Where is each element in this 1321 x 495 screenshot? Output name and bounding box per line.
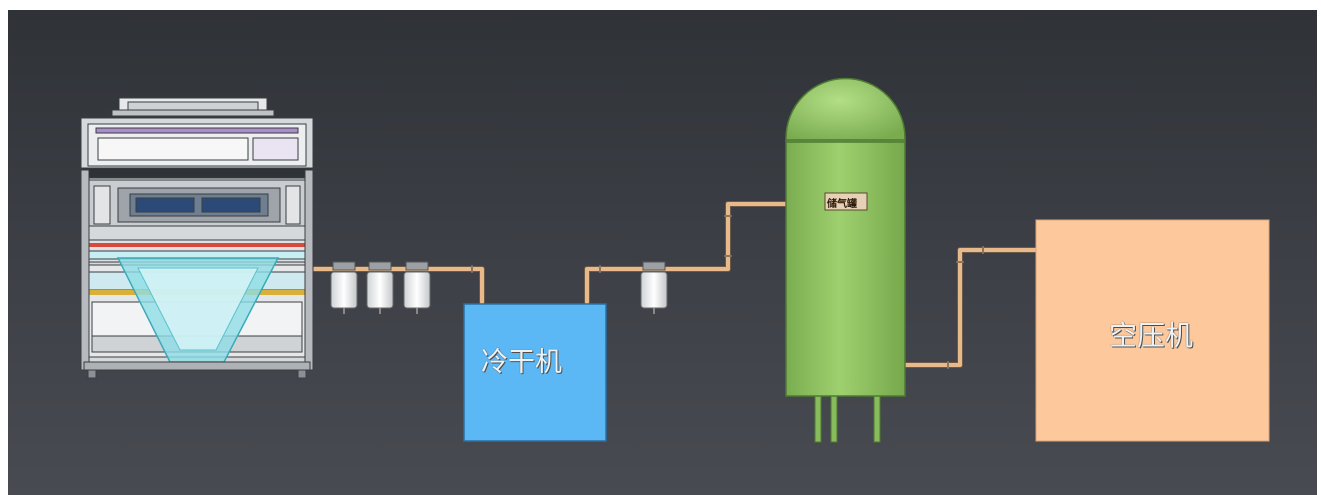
compressor-box [1035,219,1270,442]
compressor-label: 空压机 [1109,319,1194,352]
color-sorter-machine [80,97,314,379]
filter-unit-2 [366,261,394,314]
system-diagram [80,77,1270,443]
dryer-label: 冷干机 [481,347,562,378]
filter-unit-3 [403,261,431,314]
filter-unit-4 [640,261,668,314]
air-tank [785,77,906,443]
pipe-tank-to-compressor [903,248,1038,367]
tank-label: 储气罐 [827,199,857,210]
dryer-box [463,303,607,442]
diagram-canvas: 冷干机 储气罐 空压机 [8,10,1317,495]
pipe-joints [471,215,984,369]
pipe-dryer-to-tank [585,202,788,304]
filter-unit-1 [330,261,358,314]
